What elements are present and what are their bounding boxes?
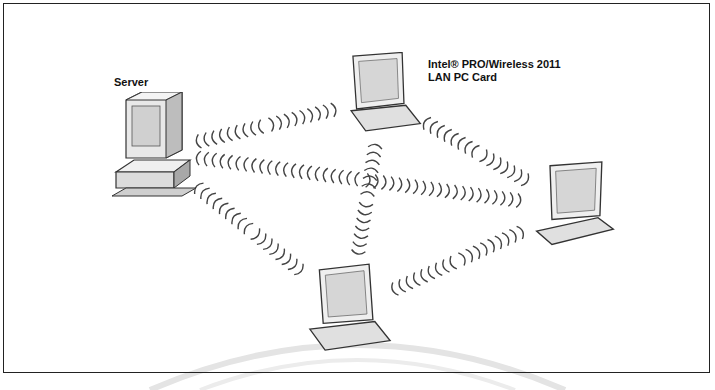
server-case-side [174, 160, 190, 188]
server-node: Server [112, 92, 196, 212]
device-label: Intel® PRO/Wireless 2011 LAN PC Card [428, 58, 568, 84]
wireless-link [392, 226, 524, 295]
laptop-lid [550, 162, 602, 220]
laptop-lid [353, 52, 404, 108]
wireless-link [423, 118, 528, 186]
laptop-base [351, 105, 420, 131]
laptop-lid [319, 264, 373, 323]
wireless-link [195, 183, 303, 275]
laptop-screen [556, 168, 597, 213]
laptop-illustration [528, 160, 620, 256]
laptop-screen [325, 271, 367, 317]
server-screen [132, 106, 160, 146]
radio-wave [196, 151, 520, 207]
watermark-arc [150, 345, 565, 390]
server-case-front [116, 172, 174, 188]
server-illustration [112, 92, 196, 212]
laptop-screen [359, 59, 399, 103]
laptop-illustration [342, 52, 424, 144]
radio-wave [352, 144, 382, 254]
server-side [166, 92, 182, 158]
device-label: Server [114, 76, 194, 89]
laptop-node [306, 256, 392, 364]
server-monitor [126, 92, 182, 158]
radio-wave [392, 226, 524, 295]
laptop-illustration [306, 256, 392, 364]
server-keyboard [112, 188, 196, 196]
laptop-base [310, 321, 390, 350]
laptop-node: Intel® PRO/Wireless 2011 LAN PC Card [342, 52, 424, 144]
wireless-link [196, 103, 336, 148]
radio-wave [196, 103, 336, 148]
watermark-arc [200, 360, 515, 390]
wireless-link [196, 151, 520, 207]
laptop-base [537, 218, 614, 245]
radio-wave [423, 118, 528, 186]
laptop-node [528, 160, 620, 256]
radio-wave [195, 183, 303, 275]
wireless-link [352, 144, 382, 254]
